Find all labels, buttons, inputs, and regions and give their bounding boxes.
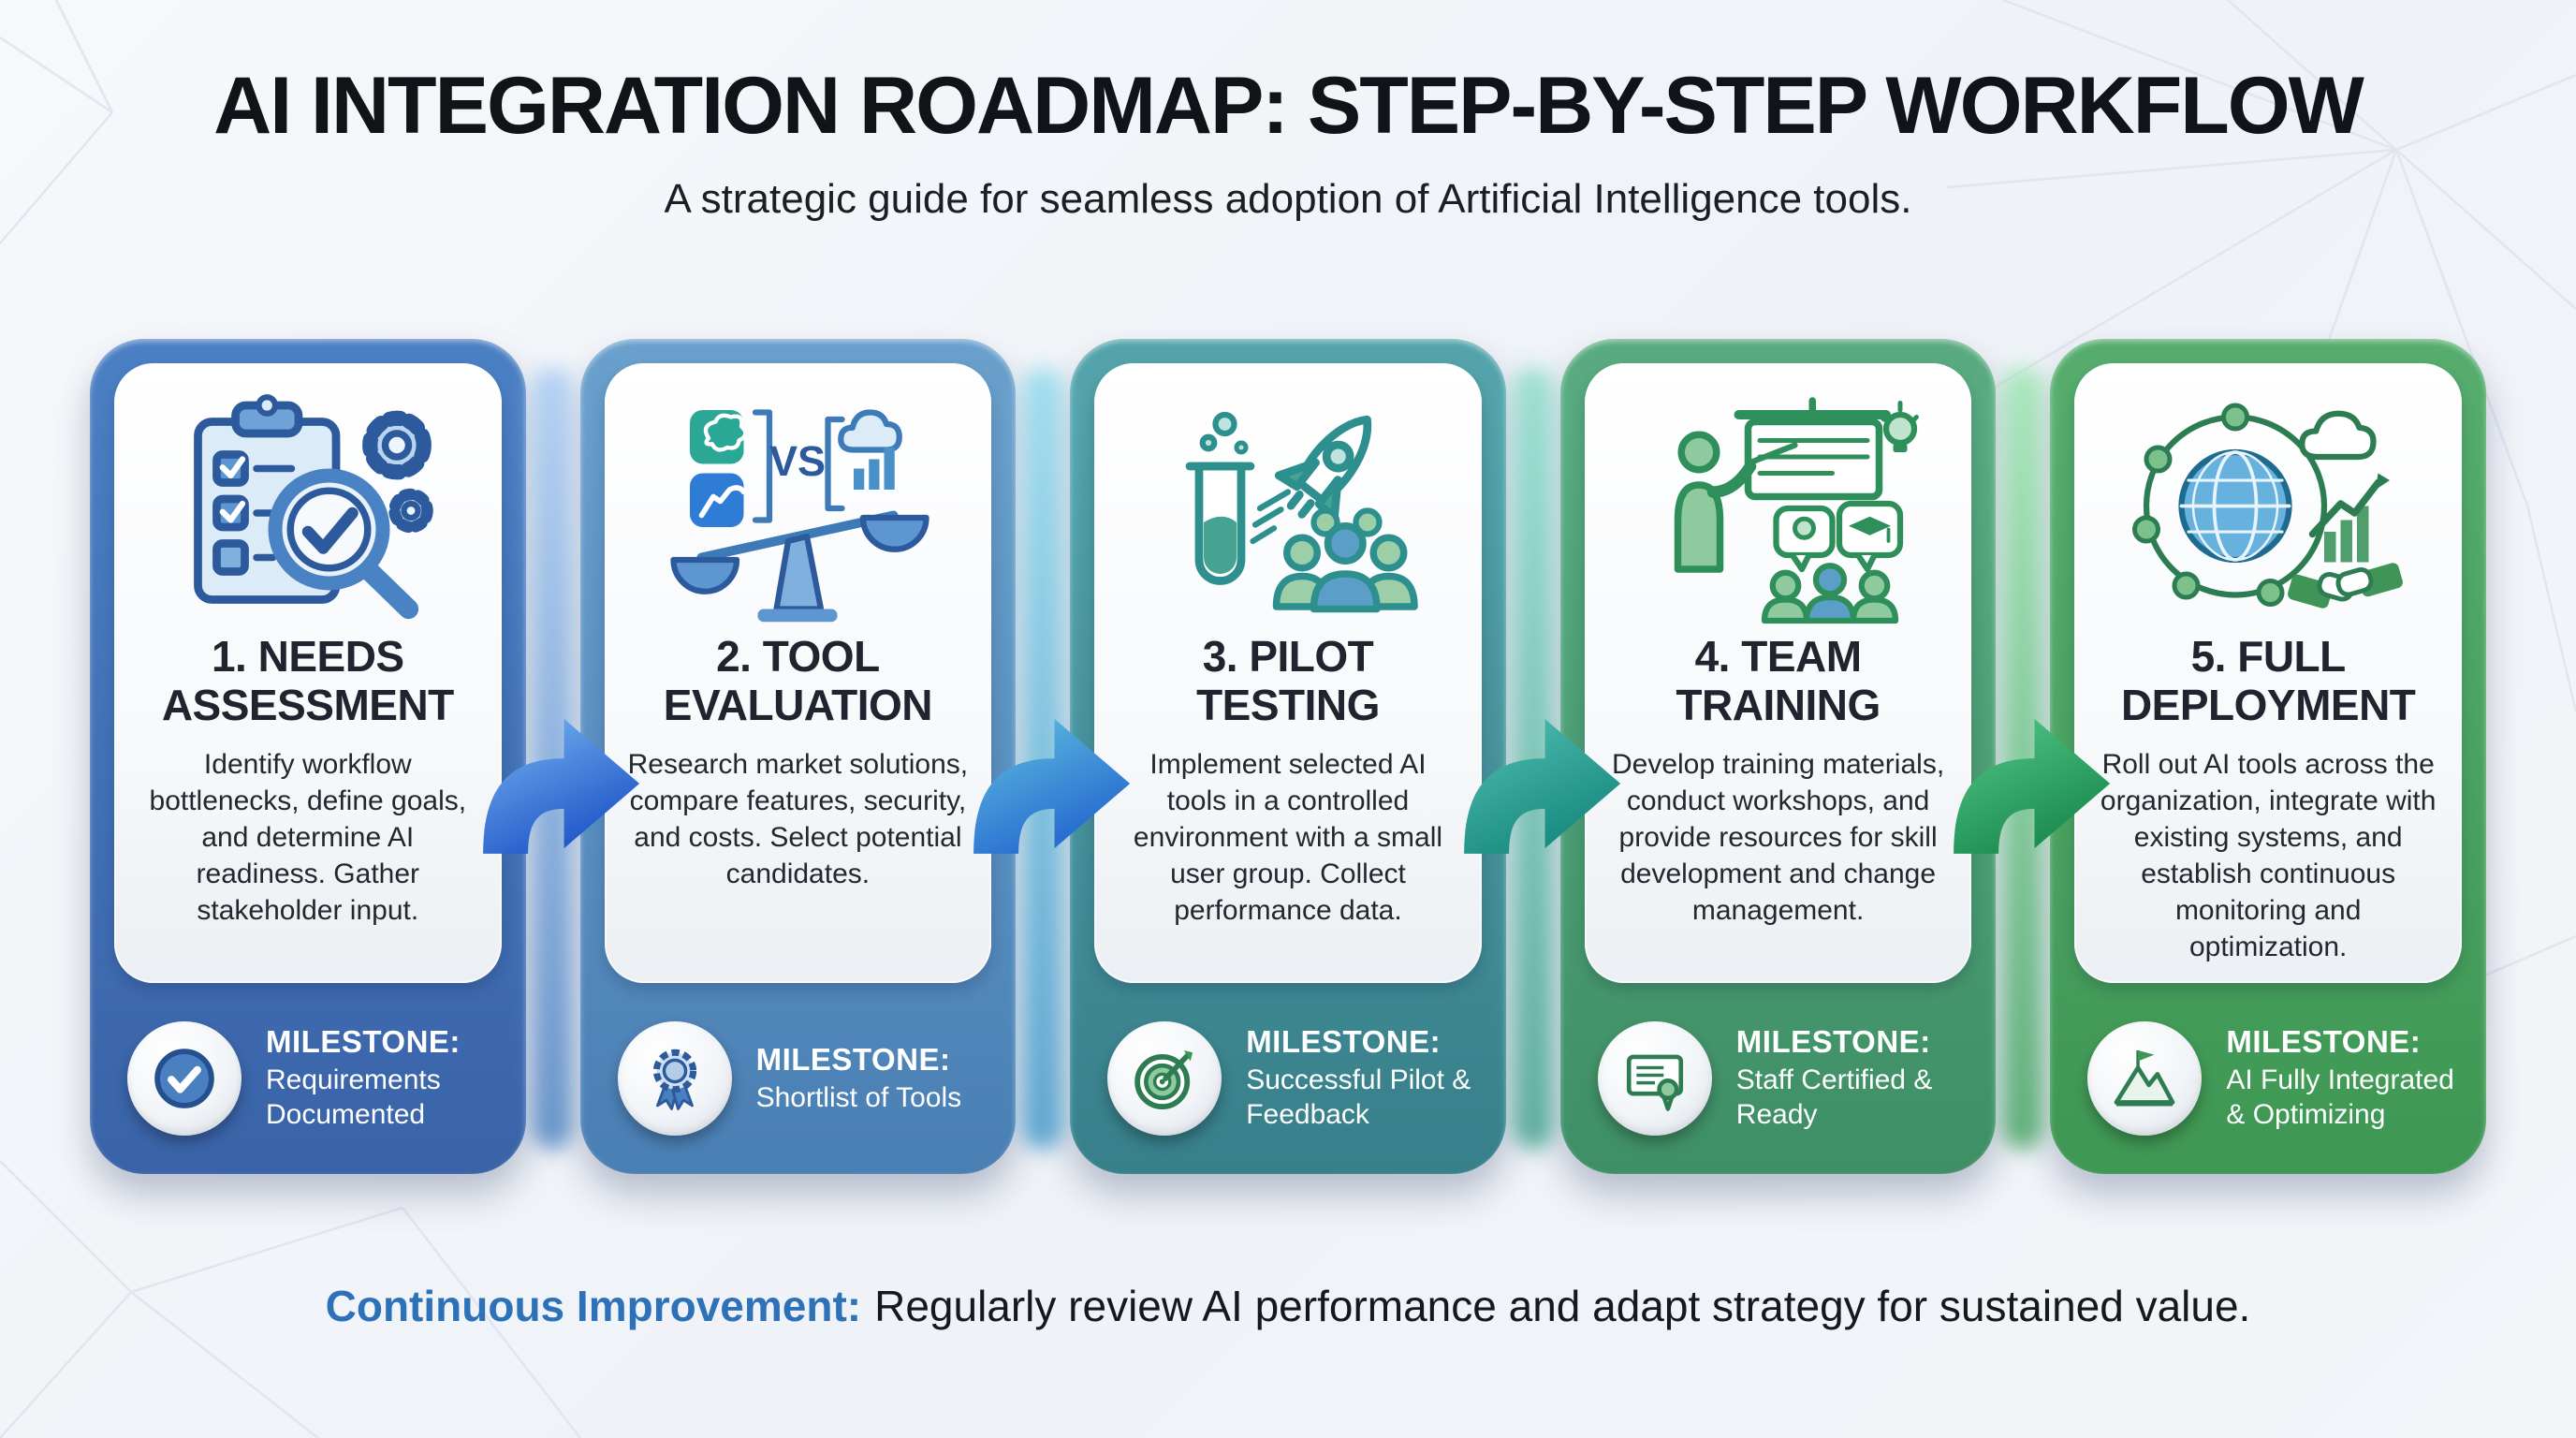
milestone-badge: [617, 1021, 732, 1136]
milestone-label: MILESTONE:: [755, 1041, 951, 1077]
step-panel: 4. TEAM TRAINING Develop training materi…: [1584, 363, 1972, 983]
step-title: 1. NEEDS ASSESSMENT: [161, 632, 454, 729]
step-card-team-training: 4. TEAM TRAINING Develop training materi…: [1559, 339, 1997, 1174]
mountain-flag-icon: [2115, 1049, 2175, 1107]
tool-evaluation-icon: VS: [670, 409, 930, 623]
footer-highlight: Continuous Improvement:: [325, 1282, 862, 1330]
step-card-full-deployment: 5. FULL DEPLOYMENT Roll out AI tools acr…: [2050, 339, 2486, 1174]
milestone-badge: [1597, 1021, 1712, 1136]
step-title: 5. FULL DEPLOYMENT: [2120, 632, 2416, 729]
milestone-row: MILESTONE: AI Fully Integrated & Optimiz…: [2074, 983, 2462, 1174]
flow-arrow-icon: [1464, 718, 1621, 854]
step-icon-area: [154, 388, 462, 629]
milestone-row: MILESTONE: Successful Pilot & Feedback: [1094, 983, 1482, 1174]
page-subtitle: A strategic guide for seamless adoption …: [664, 176, 1912, 222]
page-title: AI INTEGRATION ROADMAP: STEP-BY-STEP WOR…: [213, 61, 2364, 151]
step-card-needs-assessment: 1. NEEDS ASSESSMENT Identify workflow bo…: [90, 339, 526, 1174]
milestone-label: MILESTONE:: [1246, 1024, 1442, 1060]
step-title: 2. TOOL EVALUATION: [663, 632, 933, 729]
milestone-text: MILESTONE: Staff Certified & Ready: [1736, 1024, 1967, 1132]
milestone-badge: [1107, 1021, 1222, 1136]
step-icon-area: [1624, 388, 1933, 629]
milestone-row: MILESTONE: Requirements Documented: [114, 983, 502, 1174]
milestone-value: Successful Pilot & Feedback: [1246, 1064, 1471, 1130]
milestone-value: Shortlist of Tools: [755, 1081, 962, 1113]
pilot-testing-icon: [1185, 411, 1418, 613]
milestone-badge: [127, 1021, 242, 1136]
target-arrow-icon: [1134, 1049, 1193, 1109]
team-training-icon: [1674, 397, 1919, 624]
milestone-value: Staff Certified & Ready: [1735, 1064, 1933, 1130]
flow-arrow-icon: [973, 718, 1131, 854]
milestone-label: MILESTONE:: [2226, 1024, 2422, 1060]
milestone-label: MILESTONE:: [266, 1024, 461, 1060]
full-deployment-icon: [2132, 403, 2404, 609]
step-icon-area: [1134, 388, 1442, 629]
step-icon-area: VS: [643, 388, 952, 629]
milestone-value: AI Fully Integrated & Optimizing: [2226, 1064, 2454, 1130]
step-description: Identify workflow bottlenecks, define go…: [149, 749, 467, 927]
step-card-pilot-testing: 3. PILOT TESTING Implement selected AI t…: [1070, 339, 1506, 1174]
flow-arrow-icon: [1954, 718, 2111, 854]
milestone-text: MILESTONE: Successful Pilot & Feedback: [1246, 1024, 1476, 1132]
checkmark-circle-icon: [154, 1049, 214, 1108]
milestone-text: MILESTONE: Shortlist of Tools: [756, 1042, 962, 1116]
step-panel: VS 2. TOO: [604, 363, 992, 983]
step-title: 3. PILOT TESTING: [1196, 632, 1380, 729]
footer-note: Continuous Improvement:Regularly review …: [0, 1281, 2576, 1331]
certificate-icon: [1626, 1054, 1683, 1111]
step-panel: 5. FULL DEPLOYMENT Roll out AI tools acr…: [2074, 363, 2462, 983]
footer-text: Regularly review AI performance and adap…: [874, 1282, 2251, 1330]
milestone-row: MILESTONE: Staff Certified & Ready: [1585, 983, 1972, 1174]
needs-assessment-icon: [193, 394, 433, 620]
step-description: Research market solutions, compare featu…: [627, 749, 969, 890]
award-ribbon-icon: [652, 1049, 696, 1110]
vs-label: VS: [769, 437, 826, 485]
milestone-text: MILESTONE: Requirements Documented: [266, 1024, 496, 1132]
step-title: 4. TEAM TRAINING: [1676, 632, 1881, 729]
step-panel: 3. PILOT TESTING Implement selected AI t…: [1094, 363, 1482, 983]
steps-row: 1. NEEDS ASSESSMENT Identify workflow bo…: [90, 339, 2486, 1174]
step-icon-area: [2114, 388, 2422, 629]
milestone-row: MILESTONE: Shortlist of Tools: [605, 983, 992, 1174]
step-description: Develop training materials, conduct work…: [1611, 749, 1945, 927]
step-description: Roll out AI tools across the organizatio…: [2100, 749, 2437, 963]
step-description: Implement selected AI tools in a control…: [1133, 749, 1443, 927]
step-card-tool-evaluation: VS 2. TOO: [579, 339, 1017, 1174]
flow-arrow-icon: [483, 718, 640, 854]
milestone-value: Requirements Documented: [266, 1064, 441, 1130]
milestone-badge: [2087, 1021, 2203, 1136]
milestone-text: MILESTONE: AI Fully Integrated & Optimiz…: [2226, 1024, 2456, 1132]
step-panel: 1. NEEDS ASSESSMENT Identify workflow bo…: [114, 363, 502, 983]
milestone-label: MILESTONE:: [1735, 1024, 1931, 1060]
